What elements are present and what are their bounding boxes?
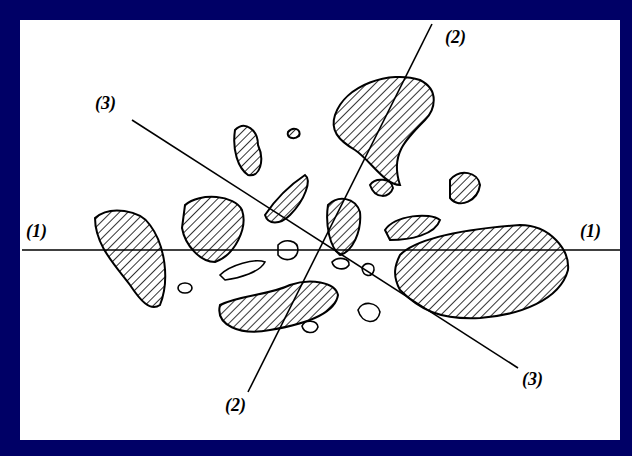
callout-number: (1) <box>26 222 47 242</box>
callout-number: (2) <box>445 28 466 48</box>
callout-number: (3) <box>522 370 543 390</box>
callout-number: (1) <box>580 222 601 242</box>
callout-number: (3) <box>95 94 116 114</box>
callout-number: (2) <box>225 396 246 416</box>
